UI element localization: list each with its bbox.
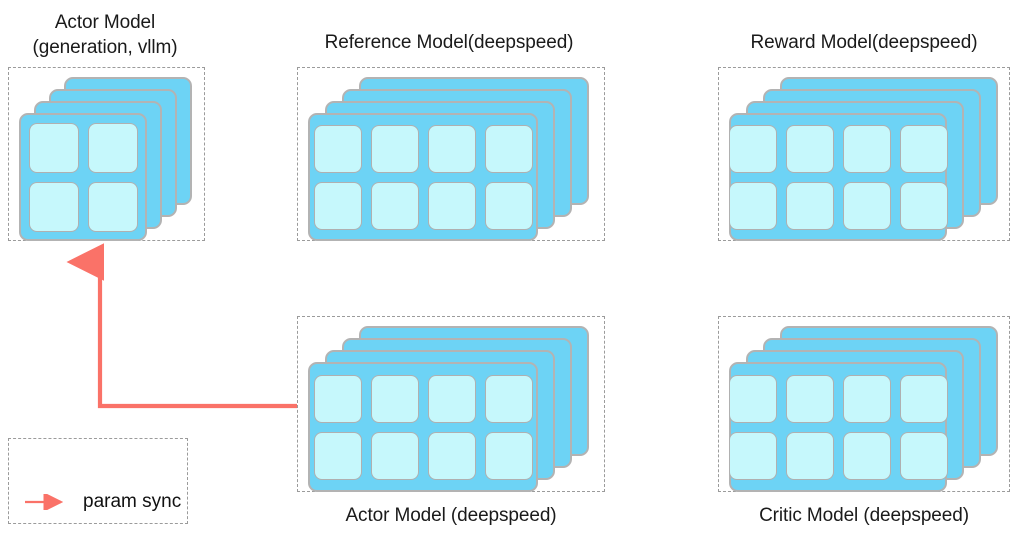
device-cell — [728, 374, 777, 423]
stack-card-front — [728, 113, 948, 241]
device-cell — [370, 374, 419, 423]
legend-label-param-sync: param sync — [83, 491, 182, 512]
device-cell — [484, 431, 533, 480]
device-cell — [899, 431, 948, 480]
device-cell — [427, 181, 476, 230]
legend-entry-param-sync: param sync — [23, 491, 181, 513]
card-stack-reward — [718, 67, 1010, 241]
stack-card-front — [728, 362, 948, 492]
device-cell — [728, 431, 777, 480]
device-cell — [313, 431, 362, 480]
device-cell — [899, 124, 948, 173]
device-cell — [484, 181, 533, 230]
device-cell — [484, 124, 533, 173]
legend-box: param sync — [8, 438, 188, 524]
card-stack-critic — [718, 316, 1010, 492]
device-cell — [427, 124, 476, 173]
stack-card-front — [19, 113, 147, 241]
stack-card-front — [308, 113, 538, 241]
device-cell — [842, 431, 891, 480]
device-cell — [842, 181, 891, 230]
device-cell — [842, 124, 891, 173]
device-cell — [785, 124, 834, 173]
device-cell — [370, 431, 419, 480]
device-cell — [28, 122, 79, 173]
device-cell — [370, 181, 419, 230]
card-stack-actor-vllm — [8, 67, 205, 241]
device-cell — [370, 124, 419, 173]
group-title-actor-vllm: Actor Model (generation, vllm) — [32, 12, 178, 58]
card-stack-reference — [297, 67, 605, 241]
device-cell — [87, 181, 138, 232]
device-cell — [842, 374, 891, 423]
device-cell — [728, 181, 777, 230]
stack-card-front — [308, 362, 538, 492]
device-cell — [313, 181, 362, 230]
device-cell — [313, 374, 362, 423]
device-cell — [785, 374, 834, 423]
device-cell — [427, 431, 476, 480]
device-cell — [785, 181, 834, 230]
device-cell — [785, 431, 834, 480]
group-title-reward: Reward Model(deepspeed) — [750, 32, 978, 53]
group-title-critic: Critic Model (deepspeed) — [759, 505, 969, 526]
device-cell — [899, 374, 948, 423]
device-cell — [728, 124, 777, 173]
device-cell — [313, 124, 362, 173]
device-cell — [899, 181, 948, 230]
right-arrow-icon — [25, 494, 64, 510]
device-cell — [484, 374, 533, 423]
group-title-actor-deepspeed: Actor Model (deepspeed) — [345, 505, 557, 526]
device-cell — [87, 122, 138, 173]
card-stack-actor-deepspeed — [297, 316, 605, 492]
device-cell — [427, 374, 476, 423]
group-title-reference: Reference Model(deepspeed) — [324, 32, 574, 53]
device-cell — [28, 181, 79, 232]
